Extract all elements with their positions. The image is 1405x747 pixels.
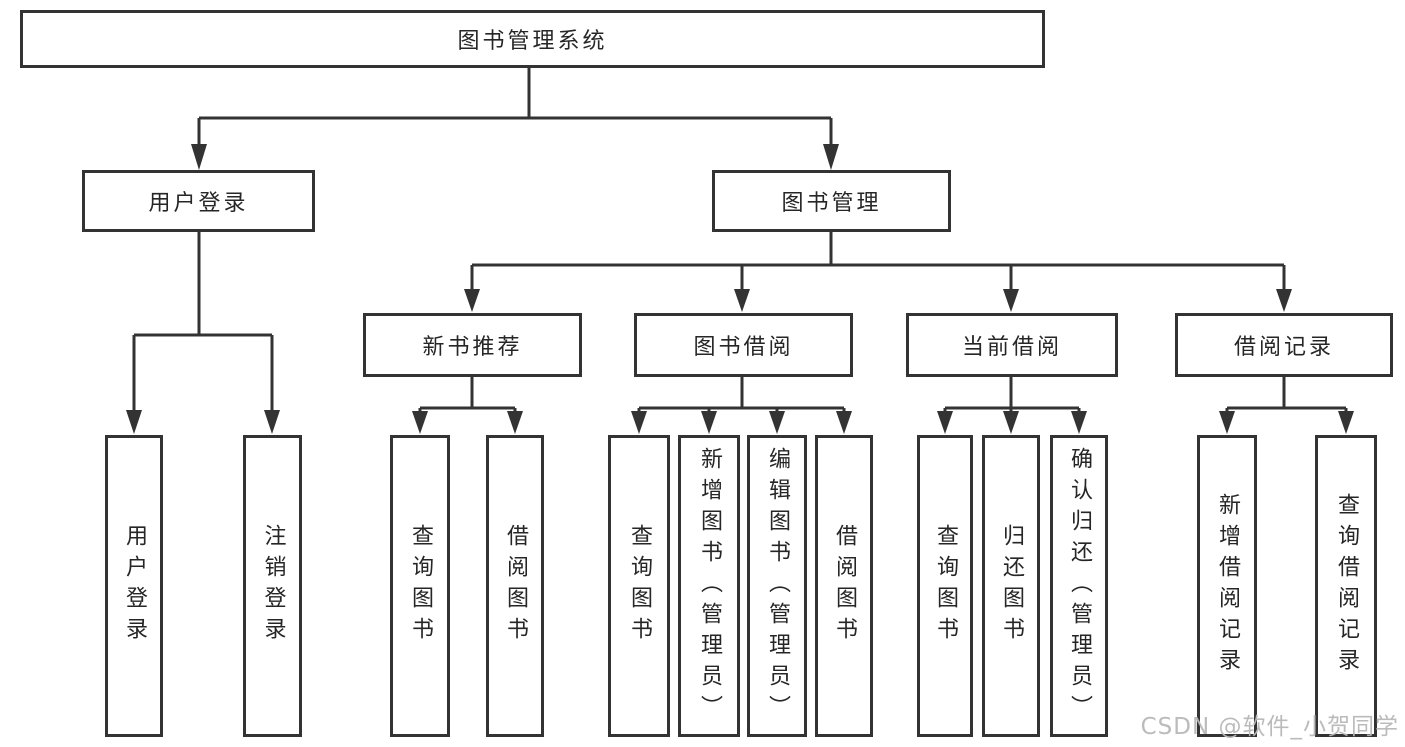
leaf-confirm-return-admin: 确认归还（管理员） xyxy=(1050,435,1108,737)
leaf-user-login: 用户登录 xyxy=(105,435,163,737)
leaf-return-books: 归还图书 xyxy=(982,435,1040,737)
connector-book-management-children xyxy=(464,232,1292,312)
node-library-system: 图书管理系统 xyxy=(20,10,1045,68)
leaf-borrow-books-recommend: 借阅图书 xyxy=(486,435,544,737)
leaf-borrow-books-label: 借阅图书 xyxy=(832,524,857,648)
leaf-confirm-return-admin-label: 确认归还（管理员） xyxy=(1067,446,1092,726)
connector-user-login-children xyxy=(126,232,280,434)
leaf-add-borrow-record-label: 新增借阅记录 xyxy=(1215,493,1240,679)
connector-current-borrow-children xyxy=(937,377,1087,434)
node-book-borrow: 图书借阅 xyxy=(634,313,853,377)
connector-root-to-level2 xyxy=(191,68,839,170)
node-new-book-recommend-label: 新书推荐 xyxy=(422,335,523,360)
leaf-borrow-books: 借阅图书 xyxy=(815,435,873,737)
node-current-borrow: 当前借阅 xyxy=(906,313,1118,377)
leaf-add-books-admin: 新增图书（管理员） xyxy=(678,435,740,737)
leaf-edit-books-admin-label: 编辑图书（管理员） xyxy=(765,446,790,726)
csdn-watermark: CSDN @软件_小贺同学 xyxy=(1140,714,1399,740)
leaf-query-books-borrow-label: 查询图书 xyxy=(627,524,652,648)
node-current-borrow-label: 当前借阅 xyxy=(961,335,1062,360)
connector-borrow-records-children xyxy=(1219,377,1354,434)
leaf-return-books-label: 归还图书 xyxy=(999,524,1024,648)
leaf-add-books-admin-label: 新增图书（管理员） xyxy=(697,446,722,726)
leaf-query-borrow-record: 查询借阅记录 xyxy=(1315,435,1377,737)
leaf-query-books-current-label: 查询图书 xyxy=(933,524,958,648)
node-library-system-label: 图书管理系统 xyxy=(457,29,608,54)
leaf-add-borrow-record: 新增借阅记录 xyxy=(1197,435,1257,737)
leaf-query-books-borrow: 查询图书 xyxy=(608,435,670,737)
node-new-book-recommend: 新书推荐 xyxy=(363,313,582,377)
leaf-logout-label: 注销登录 xyxy=(260,524,286,648)
node-user-login-label: 用户登录 xyxy=(148,191,249,216)
leaf-query-books-current: 查询图书 xyxy=(917,435,973,737)
connector-book-borrow-children xyxy=(631,377,852,434)
leaf-edit-books-admin: 编辑图书（管理员） xyxy=(747,435,807,737)
node-borrow-records: 借阅记录 xyxy=(1175,313,1393,377)
node-user-login: 用户登录 xyxy=(82,170,315,232)
leaf-query-books-recommend-label: 查询图书 xyxy=(408,524,433,648)
leaf-borrow-books-recommend-label: 借阅图书 xyxy=(503,524,528,648)
node-book-management-label: 图书管理 xyxy=(781,191,882,216)
leaf-query-books-recommend: 查询图书 xyxy=(390,435,450,737)
node-book-borrow-label: 图书借阅 xyxy=(693,335,794,360)
leaf-logout: 注销登录 xyxy=(243,435,302,737)
connector-new-book-children xyxy=(412,377,523,434)
node-book-management: 图书管理 xyxy=(712,170,951,232)
node-borrow-records-label: 借阅记录 xyxy=(1233,335,1334,360)
leaf-user-login-label: 用户登录 xyxy=(122,524,147,648)
leaf-query-borrow-record-label: 查询借阅记录 xyxy=(1334,493,1359,679)
